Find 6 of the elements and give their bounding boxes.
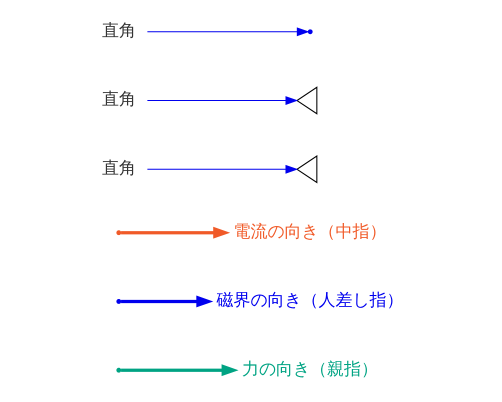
node-text: 直角 [102,20,136,40]
node-text: 力の向き（親指） [242,358,378,378]
node-text: 電流の向き（中指） [234,220,387,241]
node-text: 直角 [102,88,136,109]
node-text: 磁界の向き（人差し指） [216,290,404,310]
node-text: 直角 [102,157,136,178]
